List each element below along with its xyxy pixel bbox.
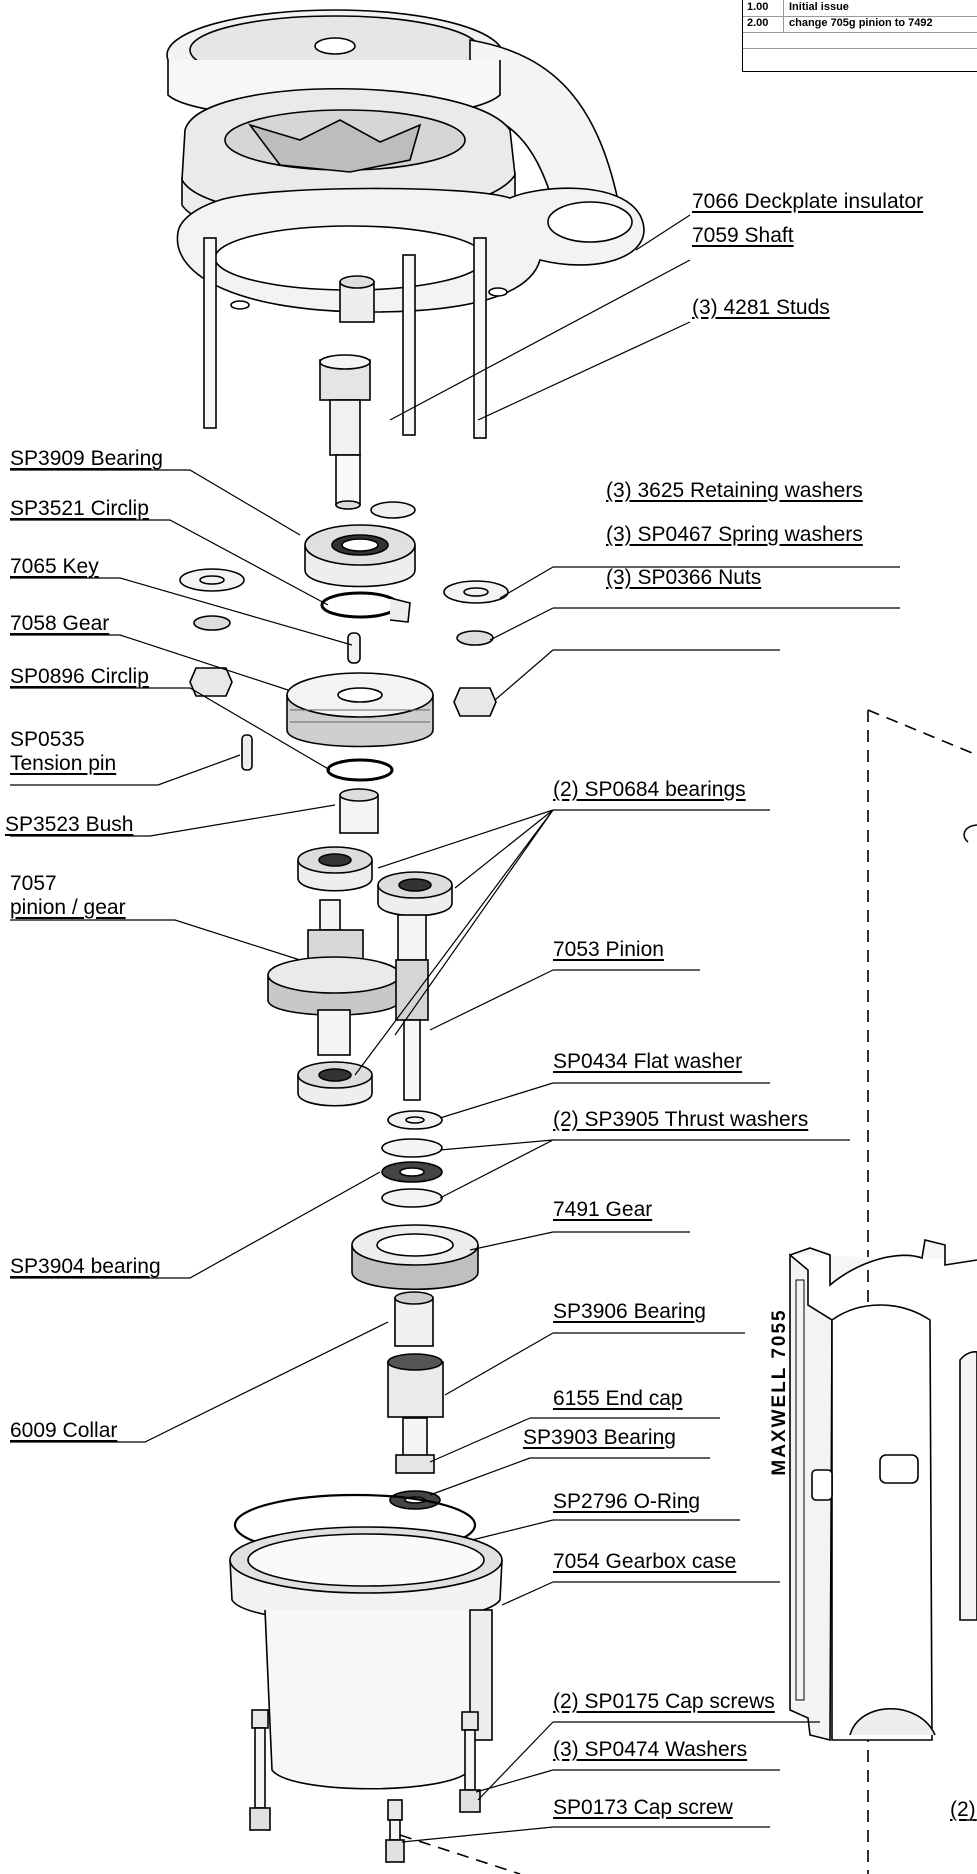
label-gearbox-case: 7054 Gearbox case: [553, 1550, 737, 1573]
dashed-outline-bottom: [399, 1834, 521, 1874]
washer-near-bearing: [370, 501, 416, 519]
bearing-sp3904-hole: [399, 1167, 425, 1177]
revision-number: 2.00: [747, 17, 769, 29]
revision-description: Initial issue: [783, 0, 849, 16]
bearing-sp3906: [387, 1353, 444, 1418]
label-bearing-sp3904: SP3904 bearing: [10, 1255, 161, 1278]
label-oring: SP2796 O-Ring: [553, 1490, 701, 1513]
flat-washer-hole: [405, 1116, 425, 1124]
revision-row-empty: [743, 48, 977, 64]
circlip-sp3521: [320, 591, 411, 623]
thrust-washer-top: [381, 1138, 443, 1158]
revision-row: 1.00 Initial issue: [743, 0, 977, 17]
label-tension-pin-part: SP0535: [10, 728, 85, 751]
revision-table: 1.00 Initial issue 2.00 change 705g pini…: [742, 0, 977, 72]
label-bearing-sp3906: SP3906 Bearing: [553, 1300, 706, 1323]
case-section-wall: [795, 1279, 805, 1701]
tension-pin: [241, 734, 253, 771]
circlip-sp0896: [326, 758, 394, 782]
end-cap-6155: [395, 1417, 435, 1474]
case-marking: MAXWELL 7055: [769, 1308, 790, 1476]
label-bush: SP3523 Bush: [5, 813, 134, 836]
retaining-washer-right: [443, 580, 509, 604]
spring-washer-right: [456, 630, 494, 646]
pinion-gear-7057: [267, 899, 401, 1056]
gear-7058: [286, 672, 434, 748]
label-shaft: 7059 Shaft: [692, 224, 794, 247]
leader-lines: [10, 214, 900, 1843]
label-gear-7491: 7491 Gear: [553, 1198, 653, 1221]
gear-7491: [351, 1224, 479, 1291]
revision-row-empty: [743, 32, 977, 49]
thrust-washer-bottom: [381, 1188, 443, 1208]
label-spring-washers: (3) SP0467 Spring washers: [606, 523, 863, 546]
retaining-washer-left-hole: [199, 575, 225, 585]
label-thrust-washers: (2) SP3905 Thrust washers: [553, 1108, 809, 1131]
label-tension-pin: Tension pin: [10, 752, 117, 775]
revision-row: 2.00 change 705g pinion to 7492: [743, 16, 977, 33]
collar-6009: [394, 1291, 434, 1347]
label-pinion-gear: pinion / gear: [10, 896, 126, 919]
label-partial: (2): [950, 1798, 976, 1821]
retaining-washer-left: [179, 568, 245, 592]
retaining-washer-right-hole: [463, 587, 489, 597]
label-pinion-7053: 7053 Pinion: [553, 938, 664, 961]
bearing-sp0684-a: [297, 846, 373, 892]
spring-washer-left: [193, 615, 231, 631]
label-bearings-sp0684: (2) SP0684 bearings: [553, 778, 746, 801]
label-collar: 6009 Collar: [10, 1419, 118, 1442]
partial-part-edge: [963, 824, 977, 843]
dashed-outline-top: [867, 709, 977, 756]
label-cap-screws: (2) SP0175 Cap screws: [553, 1690, 775, 1713]
label-cap-screw: SP0173 Cap screw: [553, 1796, 733, 1819]
label-studs: (3) 4281 Studs: [692, 296, 830, 319]
shaft: [319, 275, 375, 510]
label-flat-washer: SP0434 Flat washer: [553, 1050, 743, 1073]
label-nuts: (3) SP0366 Nuts: [606, 566, 762, 589]
label-end-cap: 6155 End cap: [553, 1387, 683, 1410]
label-circlip-sp0896: SP0896 Circlip: [10, 665, 149, 688]
label-key: 7065 Key: [10, 555, 99, 578]
cap-screws: [249, 1709, 481, 1863]
label-gear-7058: 7058 Gear: [10, 612, 110, 635]
label-bearing-sp3903: SP3903 Bearing: [523, 1426, 676, 1449]
gearbox-case-section: [789, 1239, 977, 1821]
studs: [203, 237, 487, 439]
nut-right: [453, 687, 497, 717]
label-washers-sp0474: (3) SP0474 Washers: [553, 1738, 748, 1761]
label-circlip-sp3521: SP3521 Circlip: [10, 497, 149, 520]
label-bearing-sp3909: SP3909 Bearing: [10, 447, 163, 470]
label-deckplate-insulator: 7066 Deckplate insulator: [692, 190, 924, 213]
bush: [339, 788, 379, 834]
bearing-sp3909: [304, 524, 416, 588]
flat-washer: [387, 1110, 443, 1130]
bearing-sp0684-b: [377, 871, 453, 917]
label-pinion-gear-part: 7057: [10, 872, 57, 895]
pinion-7053: [395, 914, 429, 1101]
gearbox-case-7054: [229, 1526, 503, 1790]
revision-number: 1.00: [747, 1, 769, 13]
key: [347, 632, 361, 664]
revision-description: change 705g pinion to 7492: [783, 16, 933, 32]
label-retaining-washers: (3) 3625 Retaining washers: [606, 479, 863, 502]
bearing-sp0684-c: [297, 1061, 373, 1107]
nut-left: [189, 667, 233, 697]
